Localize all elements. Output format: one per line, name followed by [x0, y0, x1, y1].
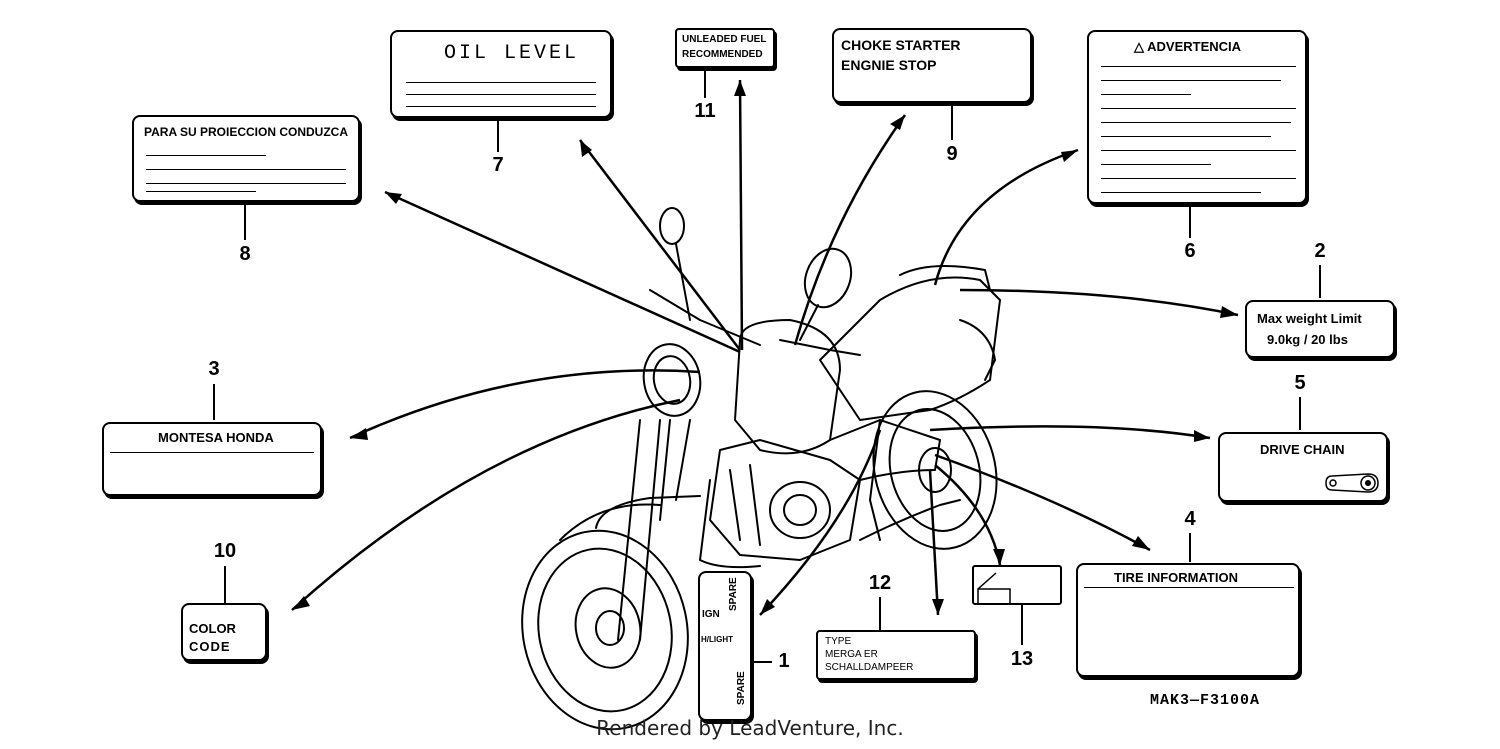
callout-4: 4 — [1184, 508, 1196, 530]
callout-9: 9 — [946, 143, 958, 165]
callout-8: 8 — [239, 243, 251, 265]
rear-tire — [872, 390, 998, 550]
oil-level-label: OIL LEVEL — [390, 30, 612, 118]
max-weight-label: Max weight Limit 9.0kg / 20 lbs — [1245, 300, 1395, 358]
drive-chain-text: DRIVE CHAIN — [1260, 442, 1345, 457]
unleaded-fuel-line2: RECOMMENDED — [682, 49, 763, 60]
muffler-type-line2: MERGA ER — [825, 649, 878, 660]
chain-sprocket-icon — [1325, 473, 1379, 493]
para-su-proteccion-text: PARA SU PROIECCION CONDUZCA — [144, 125, 349, 139]
callout-11: 11 — [694, 100, 716, 122]
advertencia-label: △ ADVERTENCIA — [1087, 30, 1307, 204]
callout-5: 5 — [1294, 372, 1306, 394]
exhaust — [859, 499, 961, 541]
drive-chain-label: DRIVE CHAIN — [1218, 432, 1388, 502]
switch-spare-bottom-text: SPARE — [736, 671, 747, 705]
tire-information-label: TIRE INFORMATION — [1076, 563, 1300, 677]
callout-3: 3 — [208, 358, 220, 380]
switch-panel-label: IGN H/LIGHT SPARE SPARE — [698, 571, 752, 721]
front-tire — [521, 529, 689, 731]
callout-7: 7 — [492, 154, 504, 176]
seat — [819, 276, 1001, 421]
switch-hlight-text: H/LIGHT — [701, 635, 733, 644]
choke-starter-line2: ENGNIE STOP — [841, 57, 937, 73]
callout-10: 10 — [213, 540, 237, 562]
callout-6: 6 — [1184, 240, 1196, 262]
para-su-proteccion-label: PARA SU PROIECCION CONDUZCA — [132, 115, 360, 202]
callout-ticks — [213, 65, 1321, 663]
max-weight-line1: Max weight Limit — [1257, 311, 1362, 326]
advertencia-text: △ ADVERTENCIA — [1134, 39, 1242, 54]
muffler-type-label: TYPE MERGA ER SCHALLDAMPEER — [816, 630, 976, 680]
diagram-code: MAK3—F3100A — [1150, 692, 1261, 709]
choke-starter-line1: CHOKE STARTER — [841, 37, 961, 53]
frame-label-blank — [972, 565, 1062, 605]
color-code-line2: CODE — [189, 639, 231, 654]
leader-lines — [291, 79, 1239, 616]
max-weight-line2: 9.0kg / 20 lbs — [1267, 332, 1348, 347]
arrowheads — [292, 80, 1238, 615]
unleaded-fuel-label: UNLEADED FUEL RECOMMENDED — [675, 28, 775, 68]
unleaded-fuel-line1: UNLEADED FUEL — [682, 34, 767, 45]
montesa-honda-label: MONTESA HONDA — [102, 422, 322, 496]
oil-level-text: OIL LEVEL — [444, 42, 580, 65]
switch-spare-top-text: SPARE — [728, 577, 739, 611]
callout-1: 1 — [778, 650, 790, 672]
tire-information-text: TIRE INFORMATION — [1114, 570, 1238, 585]
callout-13: 13 — [1010, 648, 1034, 670]
footer-credit: Rendered by LeadVenture, Inc. — [596, 716, 904, 740]
engine — [709, 439, 861, 561]
muffler-type-line1: TYPE — [825, 636, 852, 647]
callout-2: 2 — [1314, 240, 1326, 262]
choke-starter-label: CHOKE STARTER ENGNIE STOP — [832, 28, 1032, 103]
color-code-line1: COLOR — [189, 621, 236, 636]
motorcycle-drawing — [521, 207, 1001, 731]
switch-ign-text: IGN — [702, 609, 720, 620]
montesa-honda-text: MONTESA HONDA — [158, 430, 274, 445]
callout-12: 12 — [868, 572, 892, 594]
color-code-label: COLOR CODE — [181, 603, 267, 661]
label-corner-icon — [977, 572, 1011, 603]
muffler-type-line3: SCHALLDAMPEER — [825, 662, 914, 673]
fuel-tank — [734, 319, 841, 455]
headlight — [642, 343, 702, 417]
